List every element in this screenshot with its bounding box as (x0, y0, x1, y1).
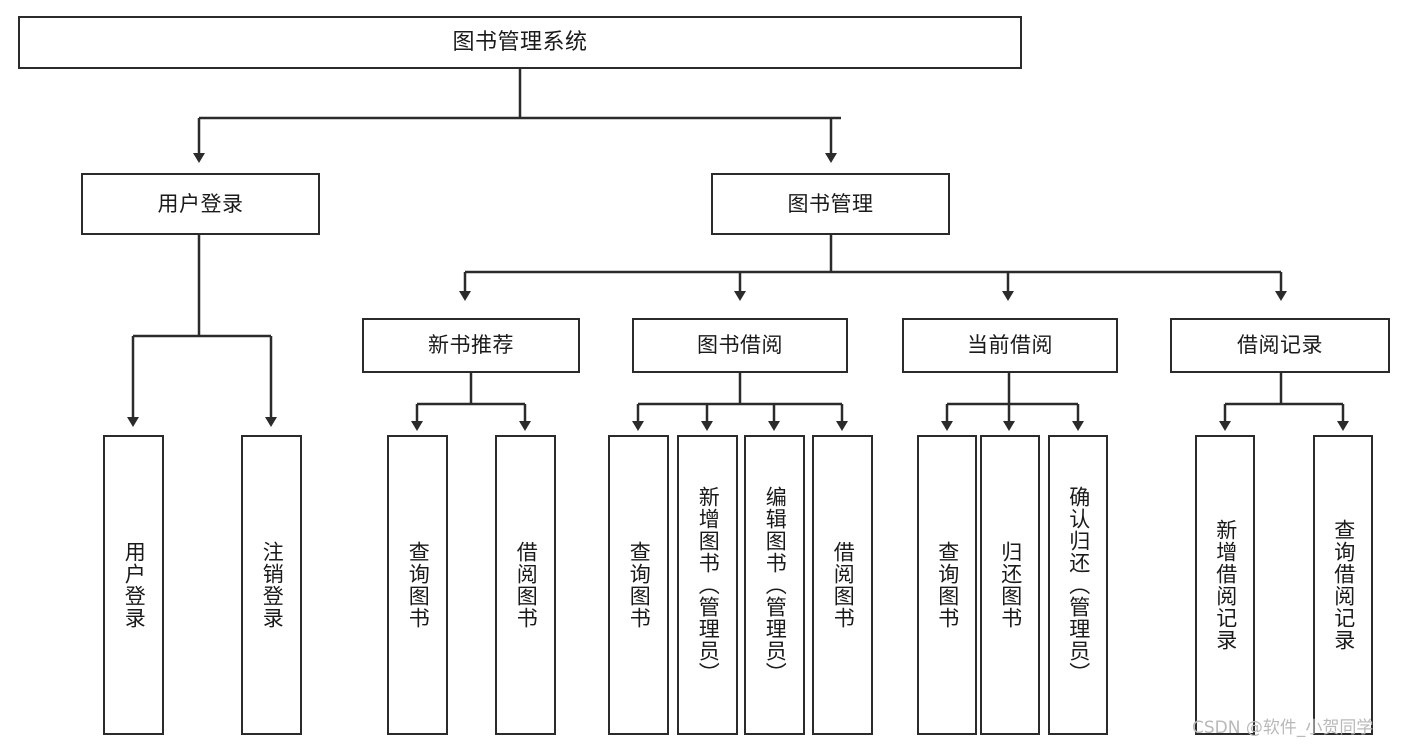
leaf-borrow-book-recommend[interactable]: 借阅图书 (495, 435, 556, 735)
leaf-logout[interactable]: 注销登录 (241, 435, 302, 735)
leaf-confirm-return-admin-label: 确认归还（管理员） (1066, 486, 1091, 684)
leaf-borrow-book-label: 借阅图书 (831, 541, 856, 629)
leaf-logout-label: 注销登录 (260, 541, 285, 629)
node-book-borrow[interactable]: 图书借阅 (632, 318, 848, 373)
leaf-borrow-book-recommend-label: 借阅图书 (514, 541, 539, 629)
node-current-borrow[interactable]: 当前借阅 (902, 318, 1118, 373)
node-user-login-label: 用户登录 (157, 191, 244, 216)
leaf-edit-book-admin[interactable]: 编辑图书（管理员） (744, 435, 805, 735)
leaf-return-book[interactable]: 归还图书 (980, 435, 1040, 735)
node-borrow-record[interactable]: 借阅记录 (1170, 318, 1390, 373)
leaf-add-borrow-record[interactable]: 新增借阅记录 (1195, 435, 1255, 735)
leaf-query-book-current-label: 查询图书 (935, 541, 960, 629)
node-current-borrow-label: 当前借阅 (967, 333, 1053, 358)
node-book-management[interactable]: 图书管理 (711, 173, 950, 235)
node-new-book-recommend[interactable]: 新书推荐 (362, 318, 580, 373)
node-root-system[interactable]: 图书管理系统 (18, 16, 1022, 69)
node-new-book-recommend-label: 新书推荐 (428, 333, 514, 358)
leaf-add-borrow-record-label: 新增借阅记录 (1213, 519, 1238, 651)
leaf-confirm-return-admin[interactable]: 确认归还（管理员） (1048, 435, 1108, 735)
leaf-user-login-label: 用户登录 (122, 541, 147, 629)
leaf-query-book-borrow-label: 查询图书 (627, 541, 652, 629)
node-book-management-label: 图书管理 (787, 191, 874, 216)
watermark-text: CSDN @软件_小贺同学 (1192, 718, 1374, 738)
leaf-return-book-label: 归还图书 (998, 541, 1023, 629)
node-root-system-label: 图书管理系统 (452, 29, 588, 55)
leaf-query-book-borrow[interactable]: 查询图书 (608, 435, 669, 735)
leaf-query-borrow-record[interactable]: 查询借阅记录 (1313, 435, 1373, 735)
node-borrow-record-label: 借阅记录 (1237, 333, 1323, 358)
leaf-add-book-admin[interactable]: 新增图书（管理员） (677, 435, 738, 735)
leaf-query-book-current[interactable]: 查询图书 (917, 435, 977, 735)
node-user-login[interactable]: 用户登录 (81, 173, 320, 235)
leaf-query-borrow-record-label: 查询借阅记录 (1331, 519, 1356, 651)
leaf-user-login[interactable]: 用户登录 (103, 435, 164, 735)
leaf-query-book-recommend-label: 查询图书 (406, 541, 431, 629)
node-book-borrow-label: 图书借阅 (697, 333, 783, 358)
leaf-borrow-book[interactable]: 借阅图书 (812, 435, 873, 735)
leaf-query-book-recommend[interactable]: 查询图书 (387, 435, 448, 735)
leaf-add-book-admin-label: 新增图书（管理员） (696, 486, 721, 684)
leaf-edit-book-admin-label: 编辑图书（管理员） (763, 486, 788, 684)
